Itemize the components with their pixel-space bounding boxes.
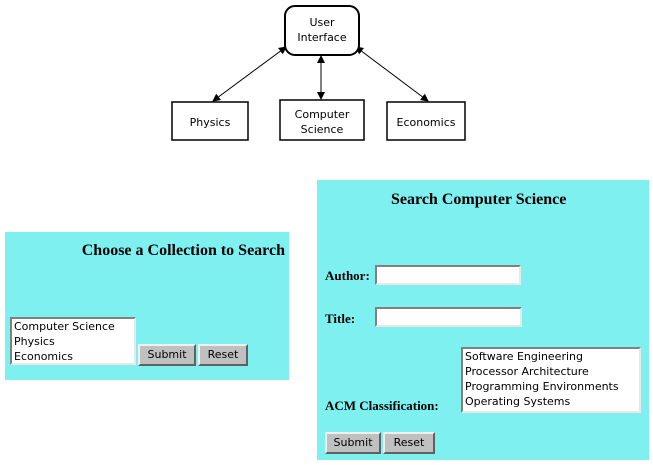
cs-submit-button[interactable]: Submit	[325, 432, 381, 454]
collection-listbox[interactable]: Computer Science Physics Economics	[10, 317, 136, 365]
author-label: Author:	[325, 268, 370, 283]
title-input[interactable]	[375, 307, 522, 327]
node-physics: Physics	[171, 101, 249, 141]
architecture-diagram: User Interface Physics Computer Science …	[171, 5, 466, 141]
node-computer-science-line2: Science	[301, 123, 344, 136]
connector-economics	[355, 46, 429, 102]
collection-form-title: Choose a Collection to Search	[81, 242, 285, 259]
acm-option[interactable]: Operating Systems	[465, 395, 571, 408]
connector-physics	[212, 46, 287, 102]
node-computer-science-line1: Computer	[295, 108, 350, 121]
collection-submit-button[interactable]: Submit	[138, 344, 196, 366]
node-computer-science: Computer Science	[279, 99, 365, 141]
title-label: Title:	[325, 311, 356, 326]
node-economics: Economics	[386, 101, 466, 141]
node-user-interface-line2: Interface	[297, 31, 346, 44]
acm-option[interactable]: Software Engineering	[465, 350, 583, 363]
node-user-interface-line1: User	[309, 16, 335, 29]
acm-classification-label: ACM Classification:	[325, 398, 439, 413]
cs-reset-button[interactable]: Reset	[383, 432, 435, 454]
collection-reset-button[interactable]: Reset	[198, 344, 248, 366]
acm-option[interactable]: Programming Environments	[465, 380, 619, 393]
author-input[interactable]	[375, 265, 521, 285]
collection-option[interactable]: Computer Science	[14, 320, 115, 333]
node-user-interface: User Interface	[284, 5, 360, 56]
collection-form-panel: Choose a Collection to Search Computer S…	[5, 232, 289, 380]
cs-search-title: Search Computer Science	[391, 191, 567, 208]
acm-option[interactable]: Processor Architecture	[465, 365, 589, 378]
node-physics-label: Physics	[190, 116, 231, 129]
collection-option[interactable]: Physics	[14, 335, 55, 348]
node-economics-label: Economics	[397, 116, 456, 129]
collection-option[interactable]: Economics	[14, 350, 73, 363]
acm-classification-listbox[interactable]: Software Engineering Processor Architect…	[461, 347, 641, 413]
cs-search-panel: Search Computer Science Author: Title: A…	[317, 180, 649, 460]
